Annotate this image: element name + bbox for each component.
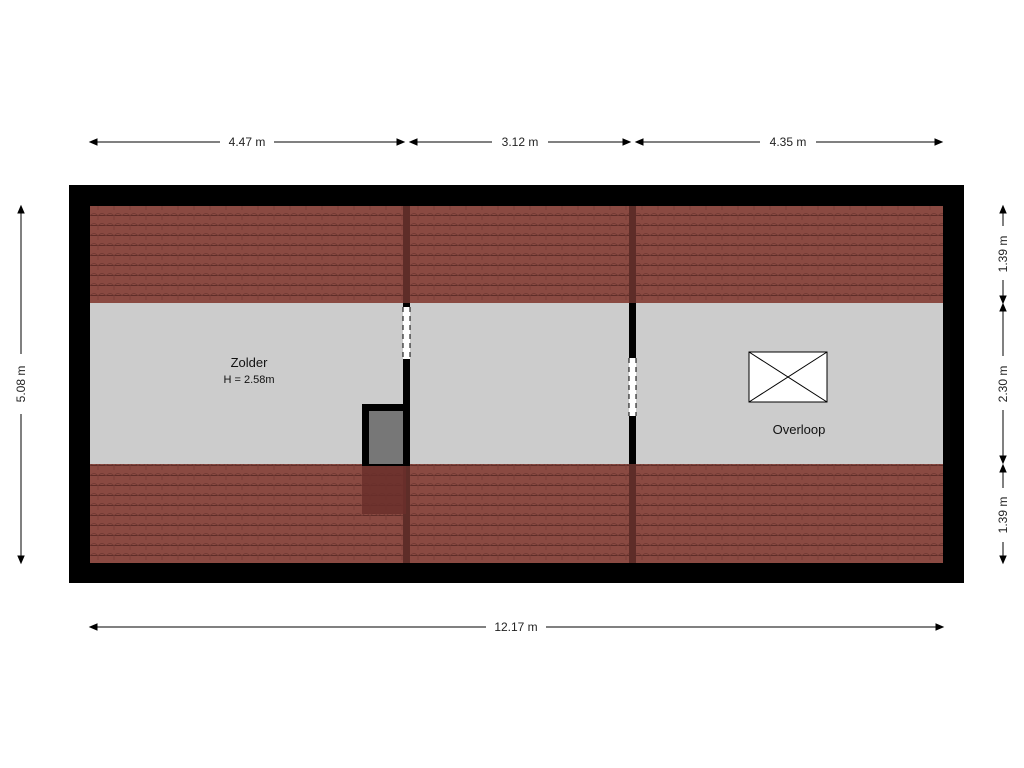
dim-left-total: 5.08 m bbox=[14, 366, 28, 403]
interior-wall-1 bbox=[403, 303, 410, 464]
dim-right-1: 1.39 m bbox=[996, 236, 1010, 273]
room-height-zolder: H = 2.58m bbox=[223, 374, 274, 386]
dim-right-2: 2.30 m bbox=[996, 366, 1010, 403]
dim-top-2: 3.12 m bbox=[502, 135, 539, 149]
dim-top-1: 4.47 m bbox=[229, 135, 266, 149]
roof-divider-1-bottom bbox=[403, 464, 410, 563]
roof-divider-1-top bbox=[403, 206, 410, 303]
dim-top bbox=[88, 138, 944, 146]
door-opening-1 bbox=[403, 307, 410, 359]
dim-bottom-total: 12.17 m bbox=[494, 620, 537, 634]
dim-right bbox=[999, 204, 1007, 565]
chimney-shadow bbox=[362, 464, 406, 514]
dim-left bbox=[17, 204, 25, 565]
roof-top bbox=[90, 206, 943, 303]
roof-divider-2-top bbox=[629, 206, 636, 303]
roof-bottom bbox=[90, 464, 943, 563]
room-label-overloop: Overloop bbox=[773, 422, 826, 437]
room-label-zolder: Zolder bbox=[231, 355, 269, 370]
door-dash-2 bbox=[628, 358, 637, 416]
door-opening-2 bbox=[629, 358, 636, 416]
roof-divider-2-bottom bbox=[629, 464, 636, 563]
dim-bottom bbox=[88, 623, 945, 631]
chimney bbox=[369, 411, 403, 464]
dim-right-3: 1.39 m bbox=[996, 497, 1010, 534]
dim-top-3: 4.35 m bbox=[770, 135, 807, 149]
stair-hatch bbox=[748, 351, 828, 403]
